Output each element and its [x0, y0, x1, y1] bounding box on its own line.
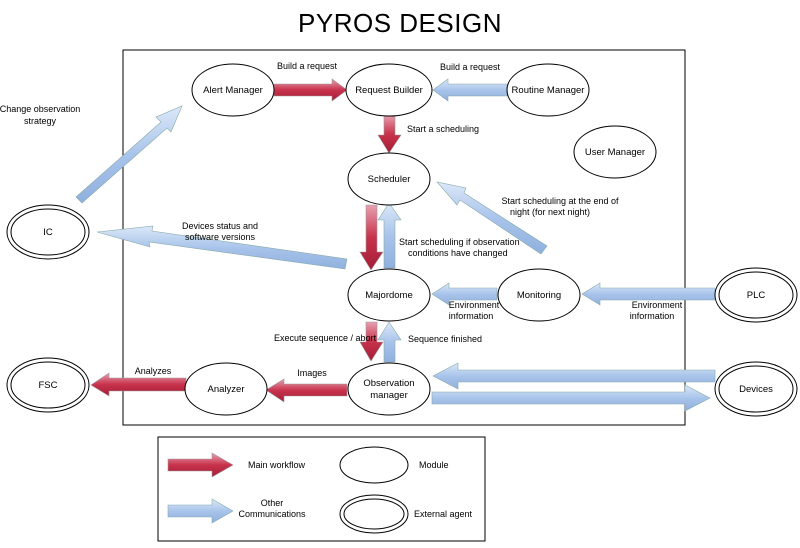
label-obs-to-majordome: Sequence finished [408, 334, 482, 344]
legend-other-communications-label-2: Communications [238, 509, 306, 519]
legend: Main workflow Other Communications Modul… [157, 436, 486, 542]
label-majordome-to-obs: Execute sequence / abort [274, 333, 377, 343]
label-change-strategy-2: strategy [24, 116, 57, 126]
arrow-builder-to-scheduler [377, 114, 402, 154]
arrow-obs-to-majordome [377, 321, 402, 363]
label-builder-to-scheduler: Start a scheduling [407, 124, 479, 134]
arrow-scheduler-to-majordome [359, 204, 384, 271]
svg-text:PLC: PLC [747, 290, 766, 301]
label-monitoring-to-scheduler-1: Start scheduling at the end of [501, 196, 619, 206]
legend-module-label: Module [419, 460, 449, 470]
node-routine-manager: Routine Manager [506, 63, 590, 117]
label-majordome-to-ic-1: Devices status and [182, 221, 258, 231]
arrow-monitoring-to-scheduler [436, 181, 548, 255]
arrow-alert-to-builder [273, 78, 348, 102]
label-change-strategy-1: Change observation [0, 104, 80, 114]
diagram-title: PYROS DESIGN [298, 8, 502, 38]
node-alert-manager: Alert Manager [191, 63, 275, 117]
node-fsc: FSC [6, 357, 90, 413]
label-obs-to-analyzer: Images [297, 368, 327, 378]
node-plc: PLC [714, 267, 798, 323]
label-monitoring-to-majordome-1: Environment [449, 300, 500, 310]
arrow-obs-to-analyzer [265, 378, 348, 403]
legend-other-communications-label-1: Other [261, 498, 284, 508]
arrow-plc-to-monitoring [581, 282, 716, 306]
node-monitoring: Monitoring [497, 268, 581, 322]
node-devices: Devices [714, 361, 798, 417]
node-analyzer: Analyzer [184, 362, 268, 416]
label-plc-to-monitoring-1: Environment [632, 300, 683, 310]
node-user-manager: User Manager [573, 125, 657, 179]
node-scheduler: Scheduler [347, 152, 431, 206]
svg-text:Monitoring: Monitoring [517, 290, 561, 301]
label-majordome-to-scheduler-2: conditions have changed [408, 248, 508, 258]
svg-text:User Manager: User Manager [585, 147, 645, 158]
legend-main-workflow-label: Main workflow [248, 460, 306, 470]
legend-other-communications-arrow [167, 498, 234, 524]
arrow-routine-to-builder [432, 78, 508, 102]
legend-external-agent-label: External agent [414, 509, 473, 519]
legend-module-shape [339, 446, 409, 484]
svg-text:manager: manager [370, 390, 408, 401]
legend-box [157, 436, 486, 542]
svg-text:Devices: Devices [739, 384, 773, 395]
node-ic: IC [6, 204, 90, 260]
svg-text:IC: IC [43, 227, 53, 238]
legend-external-agent-shape [339, 494, 409, 534]
arrow-majordome-to-ic [96, 225, 348, 270]
arrow-devices-to-obs [432, 362, 716, 390]
label-monitoring-to-majordome-2: information [449, 311, 494, 321]
node-request-builder: Request Builder [345, 63, 433, 117]
label-majordome-to-scheduler-1: Start scheduling if observation [399, 237, 520, 247]
label-monitoring-to-scheduler-2: night (for next night) [510, 207, 590, 217]
svg-text:Majordome: Majordome [365, 290, 413, 301]
label-alert-to-builder: Build a request [277, 61, 338, 71]
svg-text:Routine Manager: Routine Manager [512, 85, 585, 96]
node-majordome: Majordome [347, 268, 431, 322]
label-plc-to-monitoring-2: information [630, 311, 675, 321]
label-analyzer-to-fsc: Analyzes [135, 366, 172, 376]
label-majordome-to-ic-2: software versions [185, 232, 256, 242]
svg-text:Scheduler: Scheduler [368, 174, 411, 185]
label-routine-to-builder: Build a request [440, 62, 501, 72]
arrow-obs-to-devices [431, 384, 711, 412]
svg-text:Alert Manager: Alert Manager [203, 85, 263, 96]
svg-text:Analyzer: Analyzer [208, 384, 245, 395]
arrow-analyzer-to-fsc [90, 372, 187, 397]
legend-main-workflow-arrow [167, 452, 234, 478]
arrow-monitoring-to-majordome [431, 282, 498, 306]
arrow-majordome-to-scheduler [377, 202, 402, 269]
node-observation-manager: Observation manager [347, 362, 431, 416]
arrow-majordome-to-obs [359, 321, 384, 362]
svg-text:FSC: FSC [39, 380, 58, 391]
svg-text:Observation: Observation [363, 378, 414, 389]
arrow-ic-to-alert [75, 105, 183, 204]
svg-text:Request Builder: Request Builder [355, 85, 423, 96]
